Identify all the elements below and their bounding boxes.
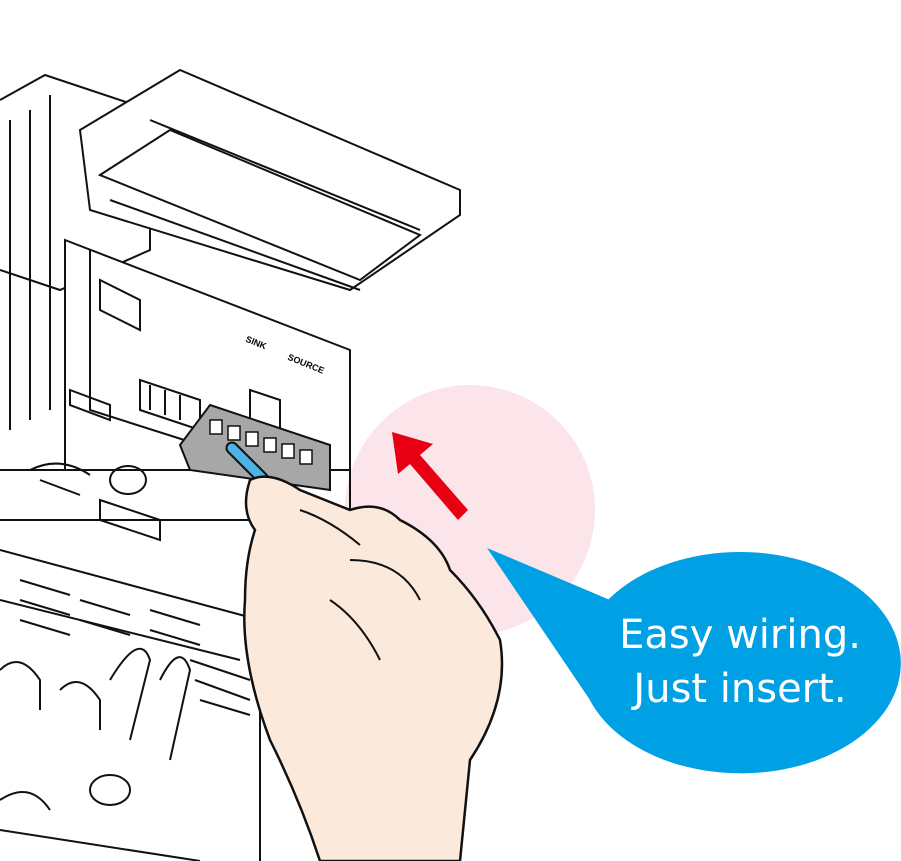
insert-arrow-icon [392,432,468,520]
callout-text: Easy wiring. Just insert. [590,608,890,716]
callout-line-1: Easy wiring. [619,612,861,658]
terminal-slots [209,419,313,465]
inverter-body [0,68,461,861]
hand [243,475,504,861]
callout-line-2: Just insert. [633,666,847,712]
